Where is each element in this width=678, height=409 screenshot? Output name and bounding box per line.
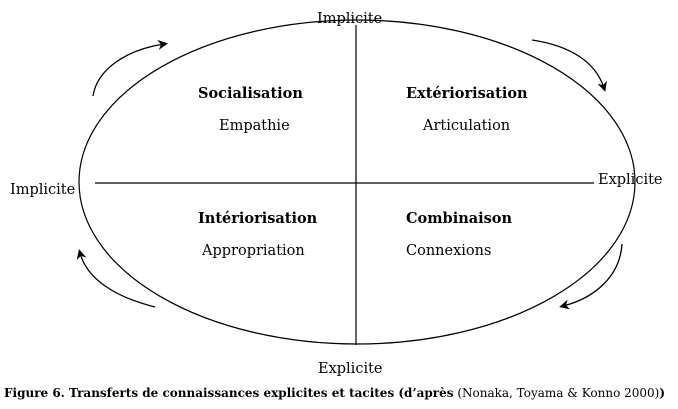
knowledge-ellipse: [78, 19, 636, 345]
axis-label-bottom: Explicite: [318, 361, 383, 377]
caption-bold-part: Figure 6. Transferts de connaissances ex…: [4, 386, 454, 400]
arrow-top-right: [531, 39, 607, 92]
quadrant-socialisation-title: Socialisation: [198, 85, 303, 102]
quadrant-interiorisation-subtitle: Appropriation: [202, 243, 305, 259]
seci-diagram: [76, 19, 636, 345]
arrow-bottom-left: [76, 249, 156, 308]
quadrant-exteriorisation-subtitle: Articulation: [423, 118, 511, 134]
quadrant-combinaison-subtitle: Connexions: [406, 243, 492, 259]
caption-closing: ): [659, 386, 666, 400]
axis-label-right: Explicite: [598, 172, 663, 188]
caption-source: (Nonaka, Toyama & Konno 2000): [457, 386, 660, 400]
quadrant-combinaison-title: Combinaison: [406, 210, 513, 227]
quadrant-socialisation-subtitle: Empathie: [219, 118, 290, 134]
axis-label-left: Implicite: [10, 182, 76, 198]
axis-label-top: Implicite: [317, 11, 383, 27]
figure-caption: Figure 6. Transferts de connaissances ex…: [4, 387, 665, 399]
arrow-top-left: [92, 39, 168, 97]
arrow-bottom-right: [559, 243, 623, 310]
quadrant-exteriorisation-title: Extériorisation: [406, 85, 528, 102]
quadrant-interiorisation-title: Intériorisation: [198, 210, 318, 227]
